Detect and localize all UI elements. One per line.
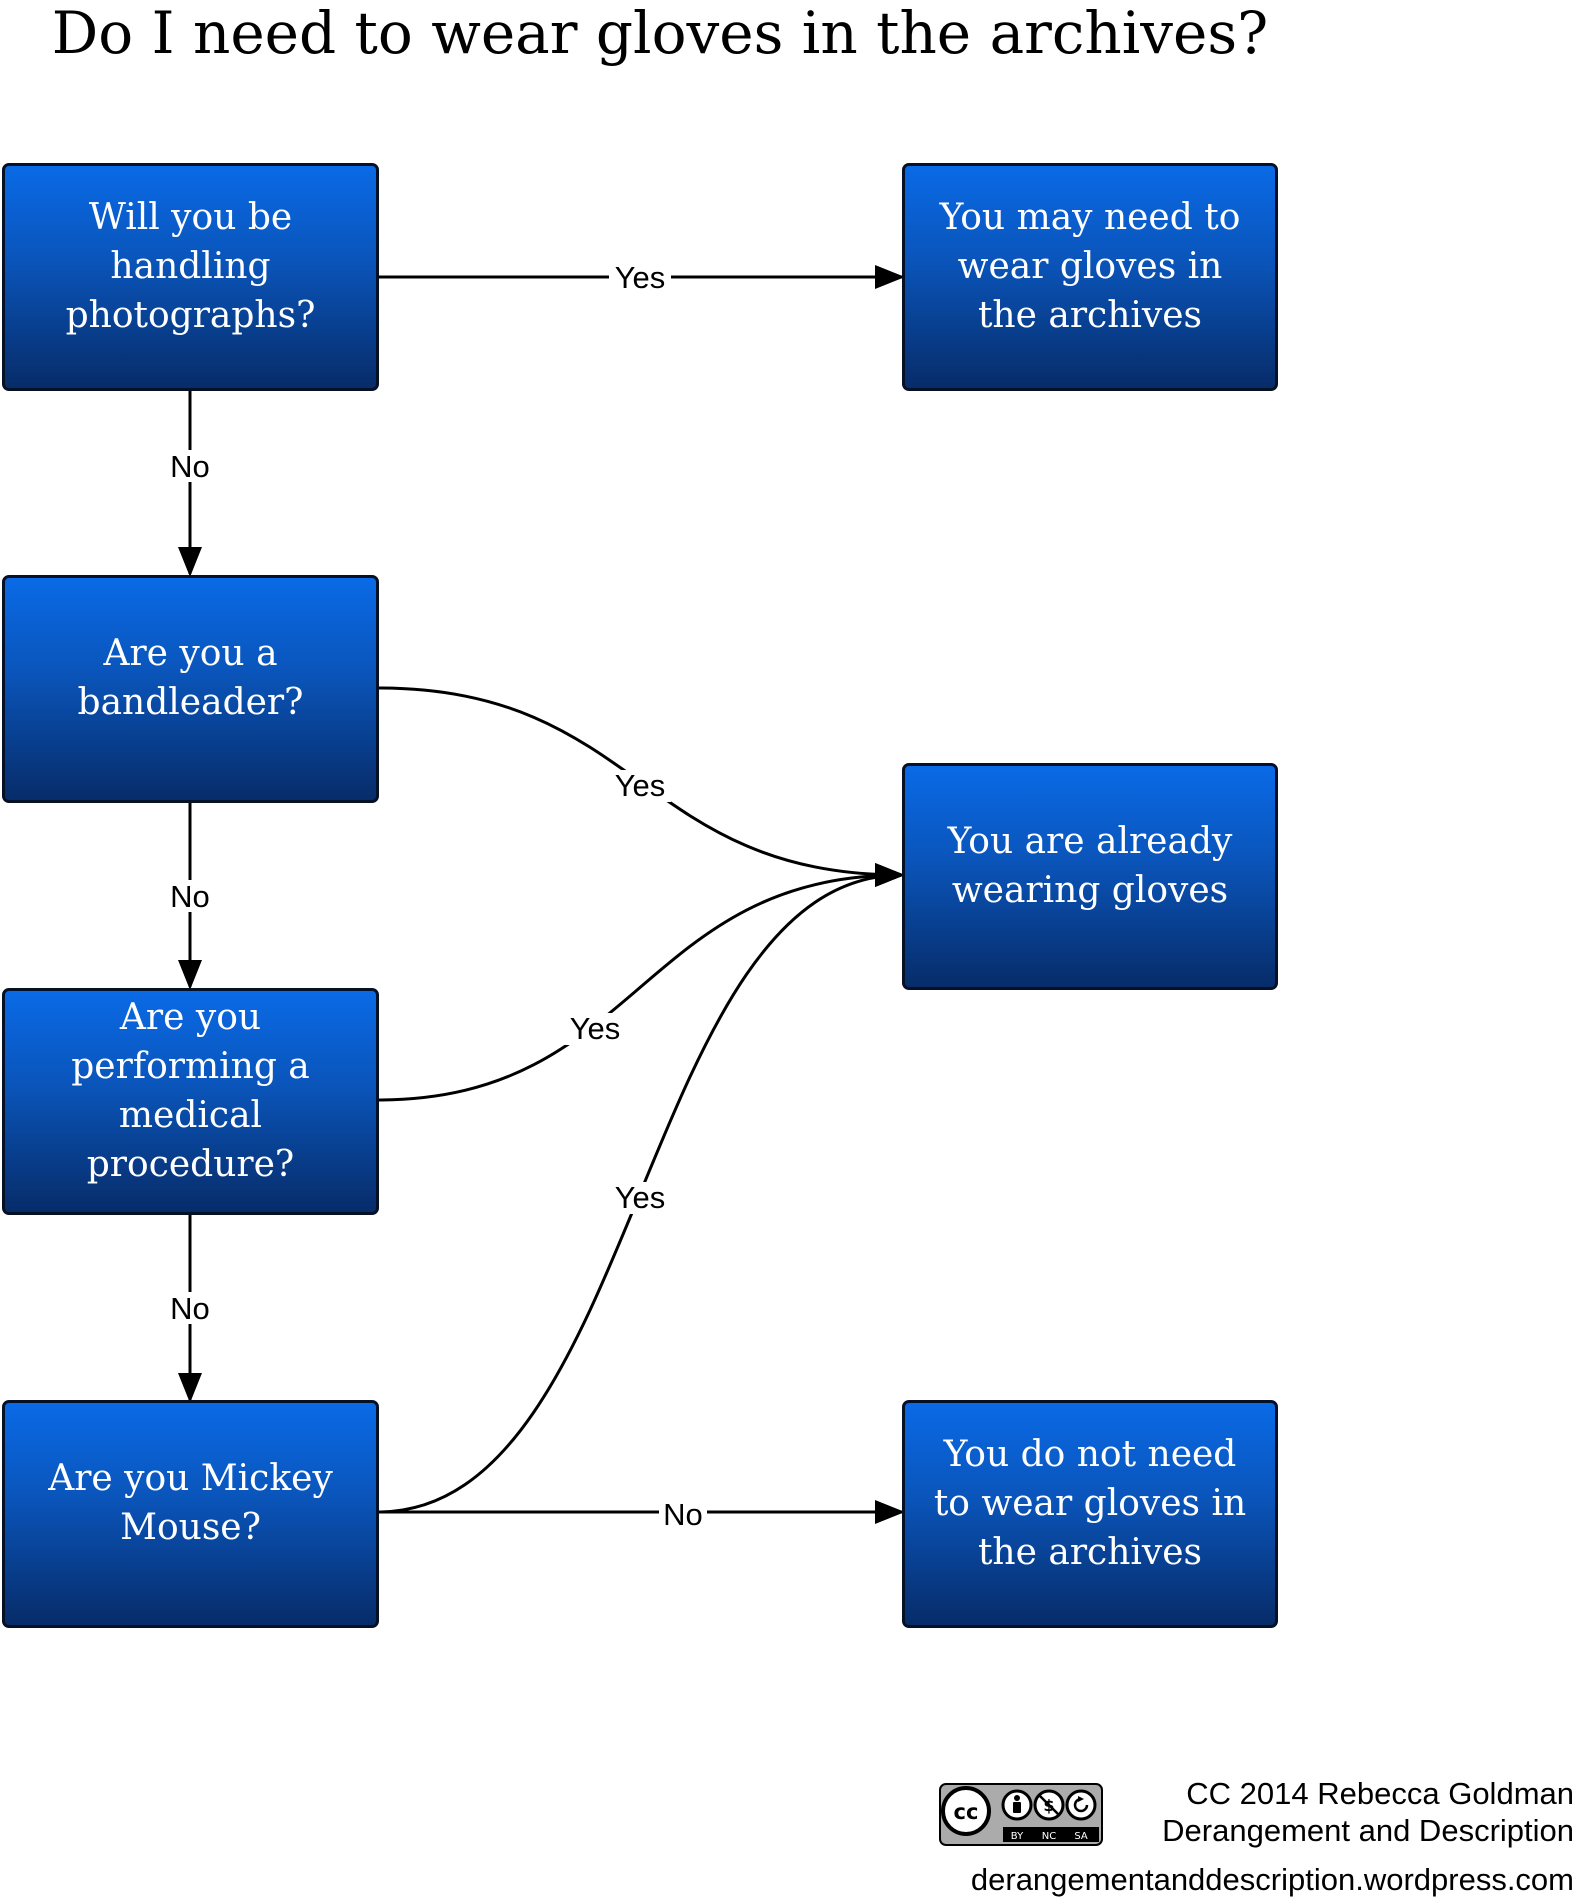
edge-label-mickey-no: No <box>659 1497 707 1532</box>
edge-label-bandleader-no: No <box>166 879 214 914</box>
node-label: You do not need to wear gloves in the ar… <box>933 1433 1247 1573</box>
svg-text:No: No <box>170 879 210 914</box>
credit-url-link[interactable]: derangementanddescription.wordpress.com <box>970 1862 1574 1897</box>
svg-text:No: No <box>663 1497 703 1532</box>
svg-text:cc: cc <box>954 1800 979 1824</box>
page-title: Do I need to wear gloves in the archives… <box>51 0 1269 67</box>
svg-text:Yes: Yes <box>615 768 666 803</box>
svg-text:BY: BY <box>1011 1831 1024 1842</box>
node-no-need-gloves: You do not need to wear gloves in the ar… <box>902 1400 1278 1628</box>
cc-license-badge: cc $ BY NC SA <box>939 1783 1103 1846</box>
node-label: You may need to wear gloves in the archi… <box>939 196 1241 336</box>
credit-block: CC 2014 Rebecca Goldman Derangement and … <box>1162 1775 1574 1849</box>
svg-text:Yes: Yes <box>615 260 666 295</box>
credit-blog-name: Derangement and Description <box>1162 1813 1574 1848</box>
edge-medical-yes <box>377 863 905 1102</box>
edge-label-bandleader-yes: Yes <box>609 768 671 803</box>
edge-label-photographs-yes: Yes <box>609 260 671 295</box>
node-label: Are you performing a medical procedure? <box>71 996 310 1185</box>
attribution-icon <box>1001 1789 1033 1821</box>
node-mickey-mouse: Are you Mickey Mouse? <box>2 1400 379 1628</box>
svg-text:SA: SA <box>1074 1831 1088 1842</box>
node-medical-procedure: Are you performing a medical procedure? <box>2 988 379 1215</box>
node-label: Are you Mickey Mouse? <box>48 1458 333 1548</box>
node-label: You are already wearing gloves <box>947 820 1233 911</box>
node-may-need-gloves: You may need to wear gloves in the archi… <box>902 163 1278 391</box>
svg-text:NC: NC <box>1042 1831 1056 1842</box>
cc-icon: cc <box>941 1786 991 1836</box>
credit-author: CC 2014 Rebecca Goldman <box>1186 1776 1574 1811</box>
edge-label-medical-yes: Yes <box>564 1011 626 1046</box>
edge-label-photographs-no: No <box>166 449 214 484</box>
edge-label-medical-no: No <box>166 1291 214 1326</box>
sharealike-icon <box>1065 1789 1097 1821</box>
noncommercial-icon: $ <box>1033 1789 1065 1821</box>
edge-label-mickey-yes: Yes <box>609 1180 671 1215</box>
svg-text:No: No <box>170 449 210 484</box>
node-label: Are you a bandleader? <box>77 633 304 723</box>
node-bandleader: Are you a bandleader? <box>2 575 379 803</box>
node-already-wearing-gloves: You are already wearing gloves <box>902 763 1278 990</box>
svg-text:Yes: Yes <box>615 1180 666 1215</box>
svg-text:Yes: Yes <box>570 1011 621 1046</box>
svg-text:No: No <box>170 1291 210 1326</box>
node-label: Will you be handling photographs? <box>65 196 316 336</box>
node-handling-photographs: Will you be handling photographs? <box>2 163 379 391</box>
